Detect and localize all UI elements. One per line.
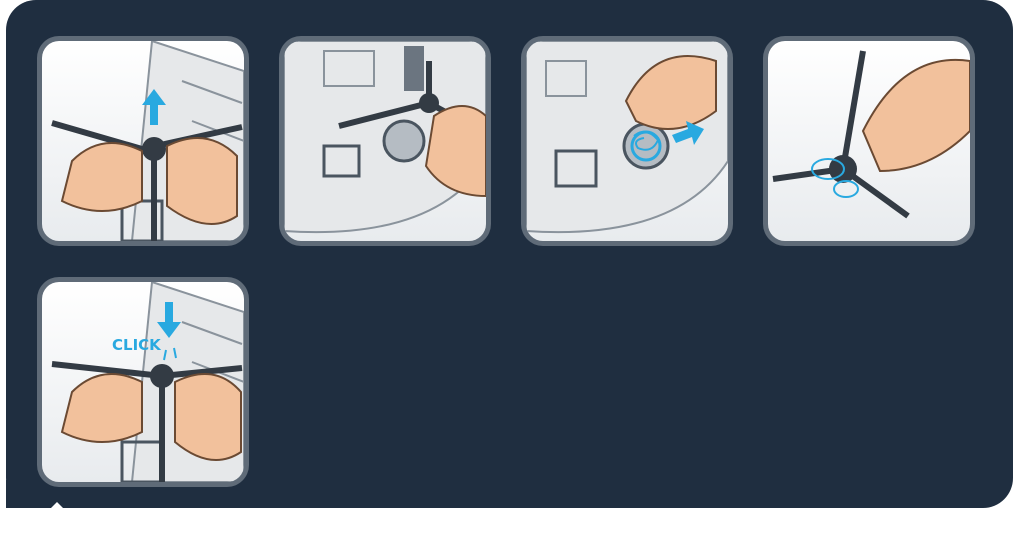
up-arrow-icon (142, 89, 166, 125)
step-1-drawing (51, 41, 244, 241)
step-2-remove-brush (279, 36, 491, 246)
step-5-click-brush-in: CLICK (37, 277, 249, 487)
step-1-illustration (42, 41, 244, 241)
right-arrow-icon (672, 121, 704, 145)
panel-pointer (25, 502, 89, 534)
step-2-illustration (284, 41, 486, 241)
down-arrow-icon (157, 302, 181, 338)
click-label: CLICK (112, 336, 162, 354)
step-4-illustration (768, 41, 970, 241)
step-2-drawing (284, 41, 486, 234)
step-1-lift-brush (37, 36, 249, 246)
step-5-drawing: CLICK (51, 282, 244, 482)
step-4-clean-brush (763, 36, 975, 246)
step-4-drawing (772, 50, 970, 219)
step-3-illustration (526, 41, 728, 241)
step-5-illustration: CLICK (42, 282, 244, 482)
step-3-drawing (526, 41, 728, 234)
step-3-remove-hair (521, 36, 733, 246)
